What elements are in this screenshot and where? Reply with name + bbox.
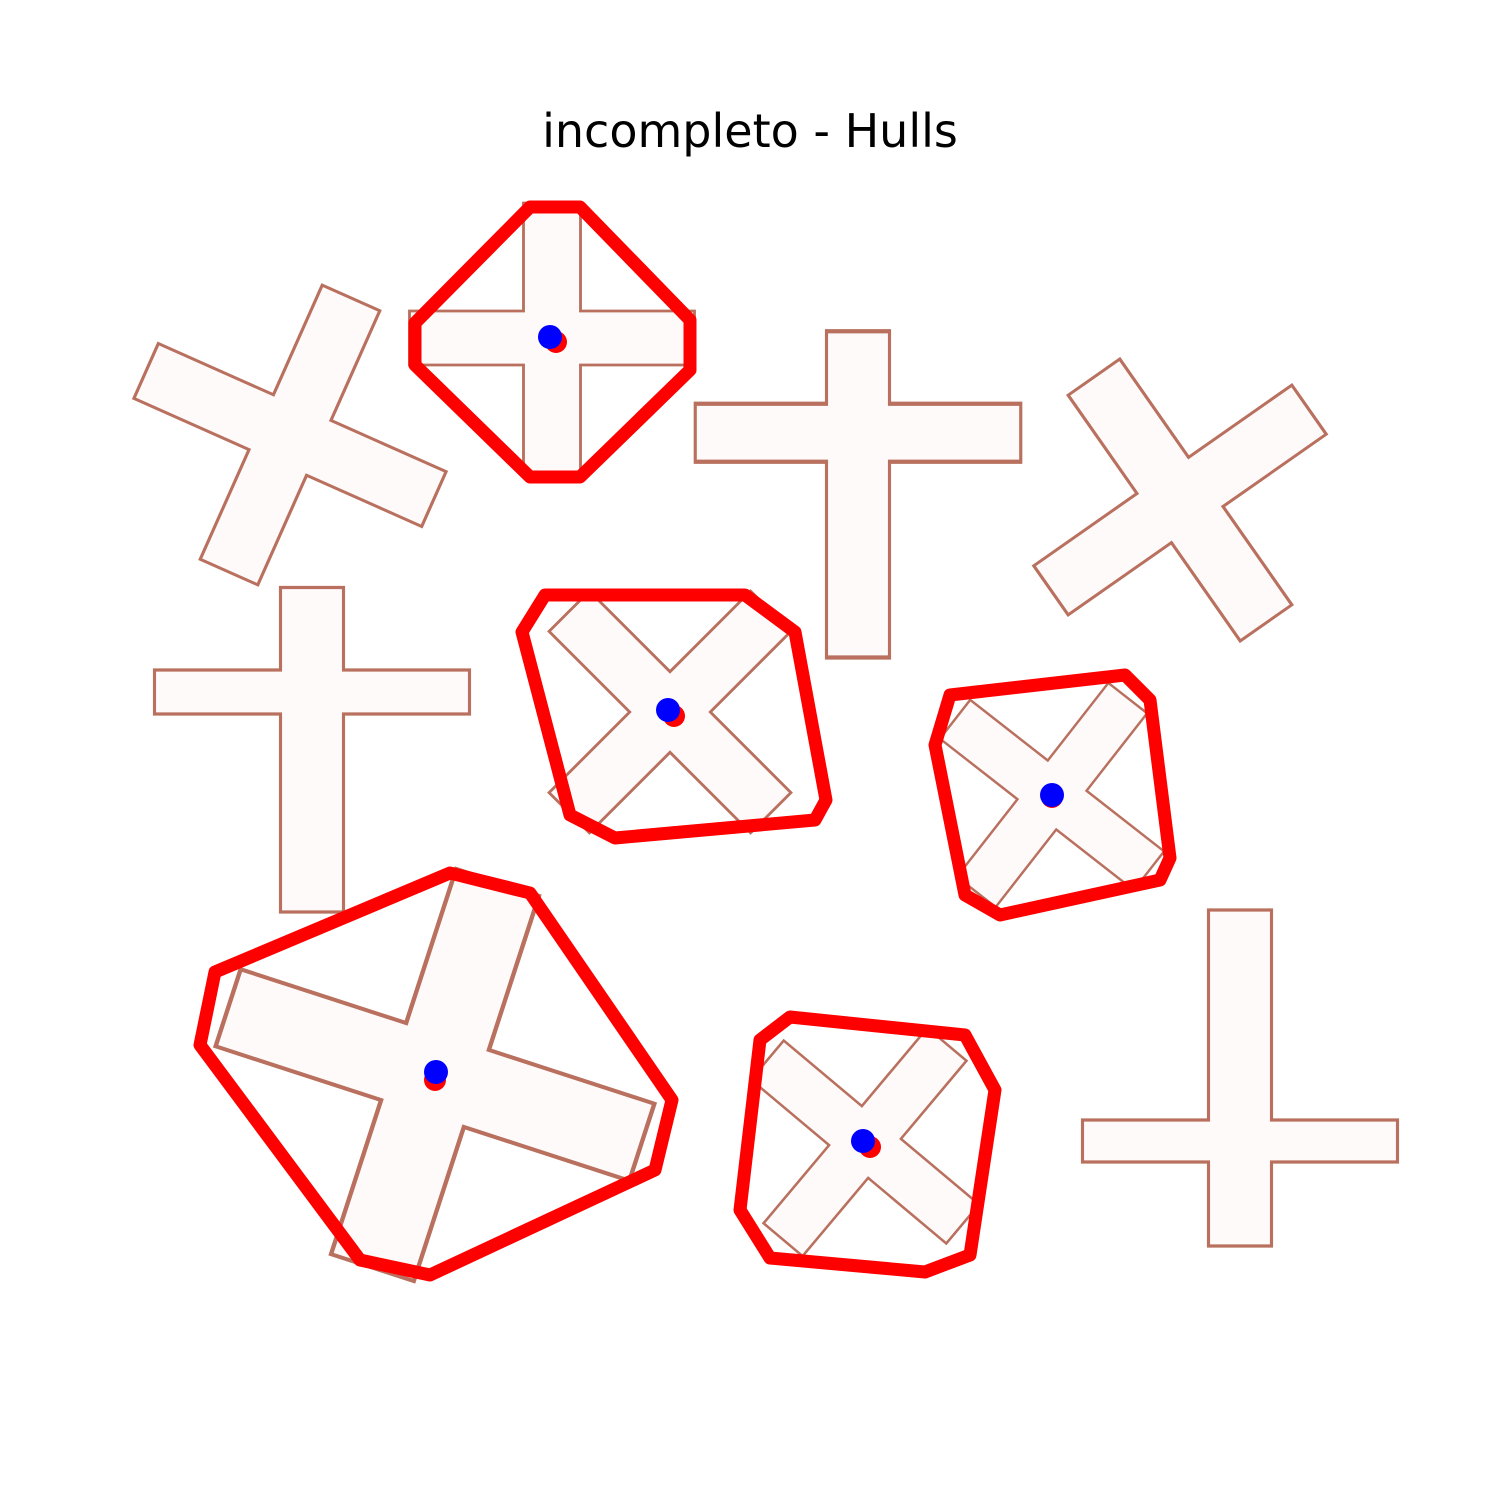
convex-hull xyxy=(733,1010,1002,1279)
convex-hull xyxy=(515,588,833,845)
cross-shape xyxy=(963,285,1397,715)
centroid-marker xyxy=(1040,783,1064,808)
cross-shape xyxy=(693,329,1023,660)
centroid-marker xyxy=(538,325,567,353)
centroid-marker xyxy=(656,698,685,727)
cross-shape xyxy=(152,585,472,914)
figure-title: incompleto - Hulls xyxy=(542,104,958,158)
cross-shape xyxy=(83,232,497,638)
convex-hull xyxy=(193,866,679,1282)
centroid-marker xyxy=(424,1060,448,1091)
cross-shape xyxy=(1080,908,1400,1248)
centroid-marker xyxy=(851,1129,881,1158)
convex-hull xyxy=(928,668,1177,922)
convex-hull xyxy=(408,200,697,484)
